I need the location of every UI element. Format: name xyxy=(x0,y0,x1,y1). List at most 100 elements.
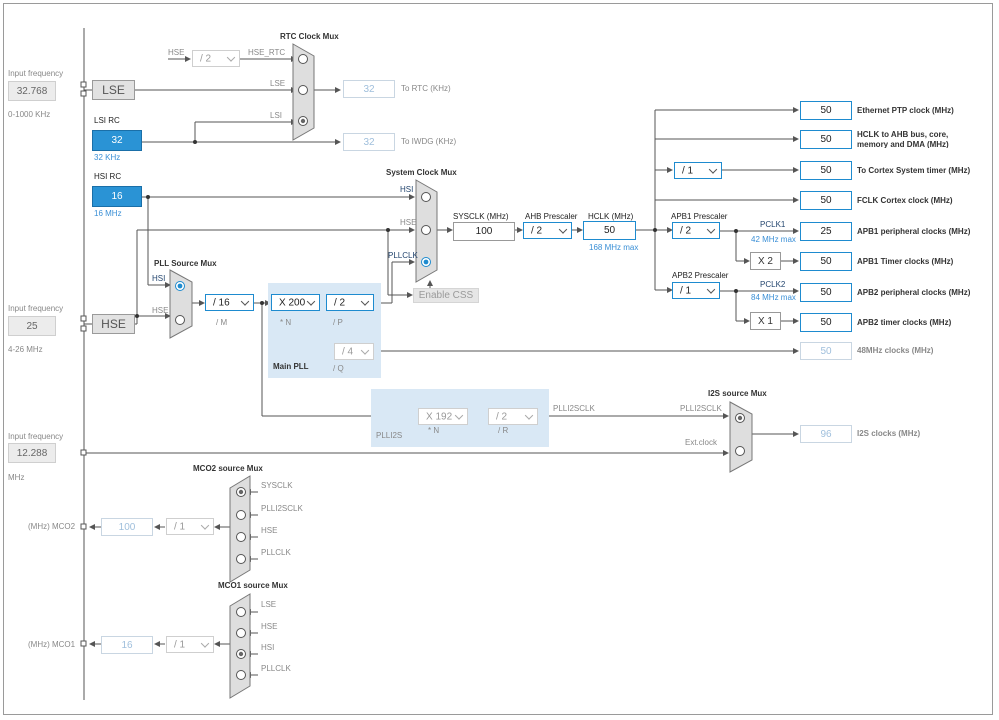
lsi-rc-value[interactable]: 32 xyxy=(92,130,142,151)
lsi-title: LSI RC xyxy=(94,116,120,125)
pll-n-multiplier[interactable]: X 200 xyxy=(271,294,320,311)
i2s-input-frequency[interactable]: 12.288 xyxy=(8,443,56,463)
mco1-mux-title: MCO1 source Mux xyxy=(218,581,288,590)
chevron-down-icon xyxy=(226,52,236,62)
hsi-rc-value[interactable]: 16 xyxy=(92,186,142,207)
chevron-down-icon xyxy=(360,345,370,355)
chevron-down-icon xyxy=(200,520,210,530)
chevron-down-icon xyxy=(706,284,716,294)
cortex-timer-label: To Cortex System timer (MHz) xyxy=(857,166,971,175)
sys-mux-pllclk-label: PLLCLK xyxy=(388,251,418,260)
chevron-down-icon xyxy=(454,410,464,420)
pll-p-label: / P xyxy=(333,318,343,327)
apb2-prescaler[interactable]: / 1 xyxy=(672,282,720,299)
mco1-out-label: (MHz) MCO1 xyxy=(28,640,76,649)
mco2-plli2sclk-label: PLLI2SCLK xyxy=(261,504,303,513)
mco2-hse-label: HSE xyxy=(261,526,278,535)
sysclk-label: SYSCLK (MHz) xyxy=(453,212,509,221)
lse-input-frequency[interactable]: 32.768 xyxy=(8,81,56,101)
rtc-mux-title: RTC Clock Mux xyxy=(280,32,339,41)
plli2sclk-label: PLLI2SCLK xyxy=(553,404,595,413)
hclk-value[interactable]: 50 xyxy=(583,221,636,240)
plli2s-r-divider[interactable]: / 2 xyxy=(488,408,538,425)
mco1-radio-hse[interactable] xyxy=(236,628,246,638)
lse-range-label: 0-1000 KHz xyxy=(8,110,51,119)
pll-q-divider[interactable]: / 4 xyxy=(334,343,374,360)
pll-p-divider[interactable]: / 2 xyxy=(326,294,374,311)
pll-src-hsi-label: HSI xyxy=(152,274,166,283)
mco2-radio-plli2sclk[interactable] xyxy=(236,510,246,520)
chevron-down-icon xyxy=(524,410,534,420)
hclk-ahb-label-line2: memory and DMA (MHz) xyxy=(857,140,949,148)
pll-src-radio-hse[interactable] xyxy=(175,315,185,325)
apb2-peripheral-label: APB2 peripheral clocks (MHz) xyxy=(857,288,971,297)
mco2-pllclk-label: PLLCLK xyxy=(261,548,291,557)
rtc-lsi-label: LSI xyxy=(270,111,283,120)
iwdg-out-label: To IWDG (KHz) xyxy=(401,137,457,146)
mco2-sysclk-label: SYSCLK xyxy=(261,481,293,490)
pll-source-mux-title: PLL Source Mux xyxy=(154,259,217,268)
plli2s-n-label: * N xyxy=(428,426,440,435)
lse-oscillator[interactable]: LSE xyxy=(92,80,135,100)
i2s-mux-title: I2S source Mux xyxy=(708,389,767,398)
apb1-timer-multiplier: X 2 xyxy=(750,252,781,270)
plli2s-n-multiplier[interactable]: X 192 xyxy=(418,408,468,425)
hse-oscillator[interactable]: HSE xyxy=(92,314,135,334)
i2s-mux-radio-ext[interactable] xyxy=(735,446,745,456)
apb2-prescaler-label: APB2 Prescaler xyxy=(672,271,729,280)
sys-mux-hsi-label: HSI xyxy=(400,185,414,194)
i2s-input-label: Input frequency xyxy=(8,432,64,441)
rtc-lse-label: LSE xyxy=(270,79,286,88)
apb2-timer-multiplier: X 1 xyxy=(750,312,781,330)
pll-m-label: / M xyxy=(216,318,228,327)
fclk-label: FCLK Cortex clock (MHz) xyxy=(857,196,953,205)
hsi-title: HSI RC xyxy=(94,172,122,181)
mco1-lse-label: LSE xyxy=(261,600,277,609)
apb2-peripheral-value[interactable]: 50 xyxy=(800,283,852,302)
mco2-source-mux xyxy=(229,475,251,583)
rtc-hse-rtc-label: HSE_RTC xyxy=(248,48,286,57)
cortex-timer-value[interactable]: 50 xyxy=(800,161,852,180)
mco1-radio-lse[interactable] xyxy=(236,607,246,617)
apb1-peripheral-value[interactable]: 25 xyxy=(800,222,852,241)
sys-mux-radio-hse[interactable] xyxy=(421,225,431,235)
hse-input-frequency[interactable]: 25 xyxy=(8,316,56,336)
cortex-timer-divider[interactable]: / 1 xyxy=(674,162,722,179)
ethernet-ptp-value[interactable]: 50 xyxy=(800,101,852,120)
chevron-down-icon xyxy=(360,296,370,306)
chevron-down-icon xyxy=(708,164,718,174)
apb1-timer-value[interactable]: 50 xyxy=(800,252,852,271)
hclk-ahb-value[interactable]: 50 xyxy=(800,130,852,149)
lsi-freq: 32 KHz xyxy=(94,153,121,162)
mco2-mux-title: MCO2 source Mux xyxy=(193,464,263,473)
pll-m-divider[interactable]: / 16 xyxy=(205,294,254,311)
mco1-pllclk-label: PLLCLK xyxy=(261,664,291,673)
mco1-hse-label: HSE xyxy=(261,622,278,631)
mco2-radio-pllclk[interactable] xyxy=(236,554,246,564)
i2s-source-mux xyxy=(729,401,753,473)
sys-mux-radio-hsi[interactable] xyxy=(421,192,431,202)
sys-mux-hse-label: HSE xyxy=(400,218,417,227)
rtc-hse-divider[interactable]: / 2 xyxy=(192,50,240,67)
rtc-mux-radio-lse[interactable] xyxy=(298,85,308,95)
mco2-out-label: (MHz) MCO2 xyxy=(28,522,76,531)
hclk-ahb-label: HCLK to AHB bus, core, xyxy=(857,130,949,139)
chevron-down-icon xyxy=(200,638,210,648)
pll-source-mux xyxy=(169,269,193,339)
mco1-hsi-label: HSI xyxy=(261,643,275,652)
apb2-timer-value[interactable]: 50 xyxy=(800,313,852,332)
iwdg-clock-value: 32 xyxy=(343,133,395,151)
ahb-prescaler[interactable]: / 2 xyxy=(523,222,572,239)
rtc-mux-radio-hse[interactable] xyxy=(298,54,308,64)
fclk-value[interactable]: 50 xyxy=(800,191,852,210)
enable-css-button[interactable]: Enable CSS xyxy=(413,288,479,303)
i2s-mux-plli2sclk-label: PLLI2SCLK xyxy=(680,404,722,413)
apb1-prescaler[interactable]: / 2 xyxy=(672,222,720,239)
mco2-radio-hse[interactable] xyxy=(236,532,246,542)
mco1-divider[interactable]: / 1 xyxy=(166,636,214,653)
mco1-radio-pllclk[interactable] xyxy=(236,670,246,680)
apb1-peripheral-label: APB1 peripheral clocks (MHz) xyxy=(857,227,971,236)
hclk-max: 168 MHz max xyxy=(589,243,639,252)
mco2-divider[interactable]: / 1 xyxy=(166,518,214,535)
